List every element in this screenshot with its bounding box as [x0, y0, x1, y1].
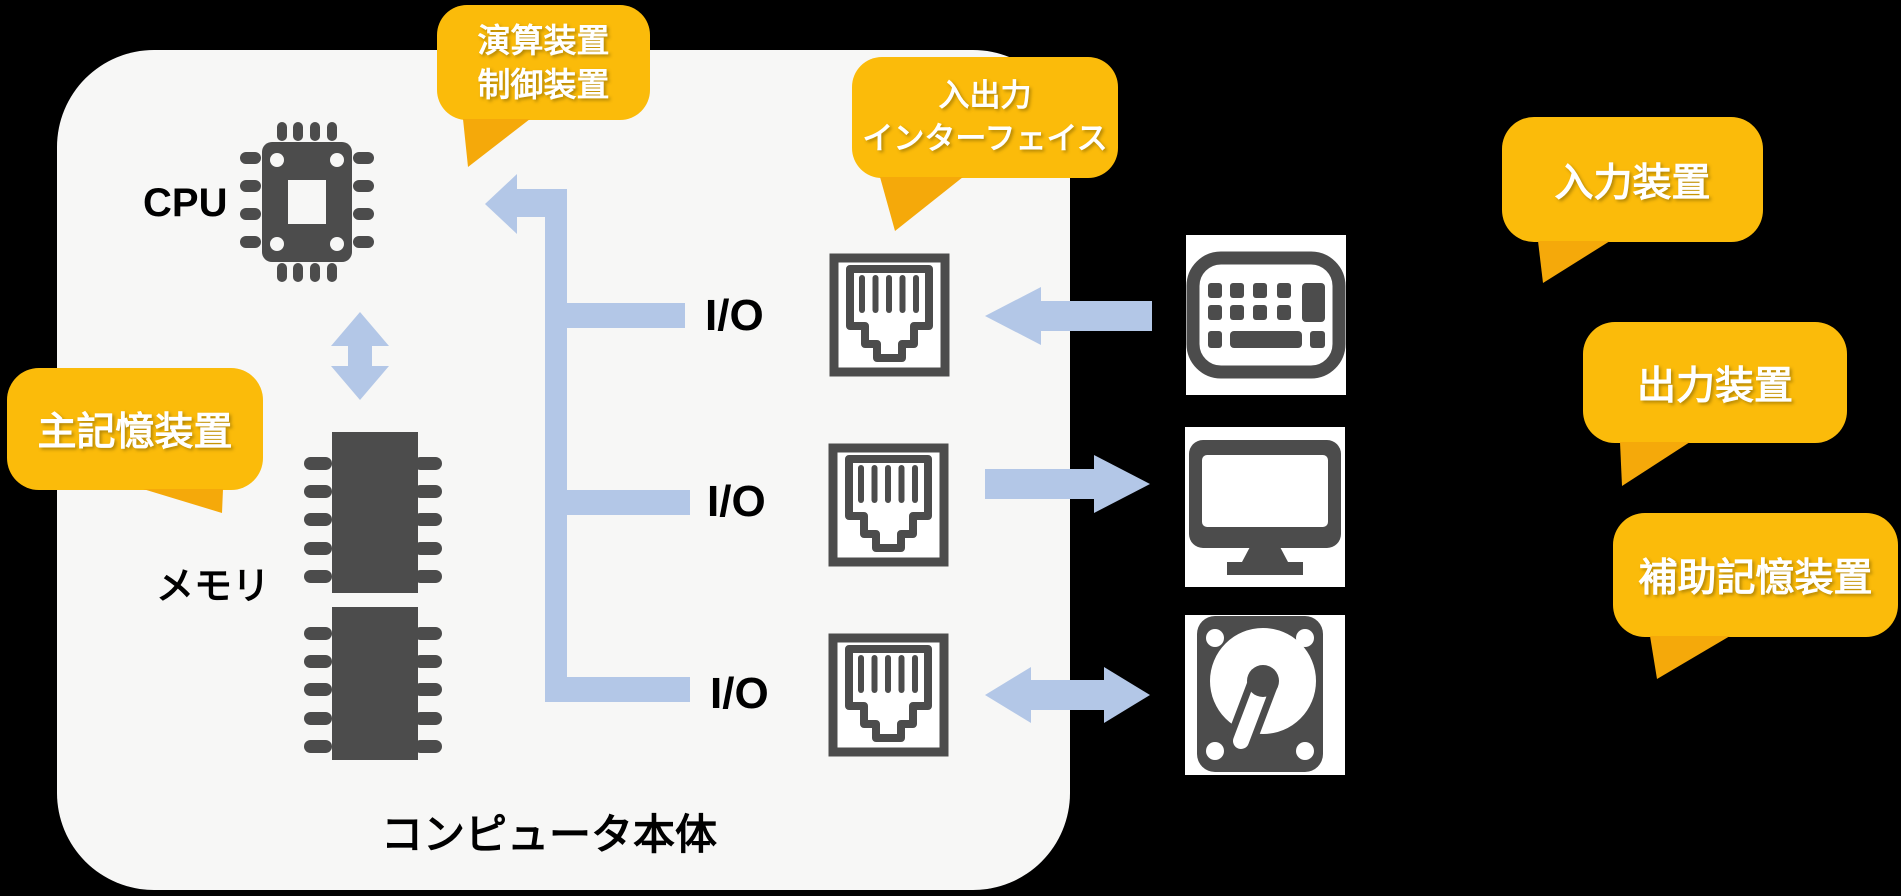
callout-input-device: 入力装置 [1502, 117, 1763, 242]
bus-branch-io3 [545, 677, 690, 702]
arrow-right-icon [985, 455, 1150, 513]
bus-arrow-to-cpu-head [485, 174, 517, 234]
hard-disk-tile [1185, 615, 1345, 775]
callout-output-device: 出力装置 [1583, 322, 1847, 443]
keyboard-tile [1186, 235, 1346, 395]
io-label-3: I/O [710, 669, 769, 718]
io-port-icon [828, 633, 949, 757]
arrow-up-down-icon [331, 312, 389, 400]
callout-aux-storage: 補助記憶装置 [1613, 513, 1898, 637]
callout-tail [143, 489, 223, 513]
io-label-2: I/O [707, 477, 766, 526]
computer-body-label: コンピュータ本体 [381, 811, 718, 858]
system-bus [485, 174, 690, 702]
callout-tail [463, 119, 530, 167]
callout-main-memory: 主記憶装置 [7, 368, 263, 490]
bus-vertical-line [545, 189, 567, 702]
callout-line: 出力装置 [1636, 364, 1793, 408]
callout-line: 制御装置 [477, 65, 610, 103]
monitor-icon [1189, 440, 1341, 575]
keyboard-icon [1186, 251, 1346, 379]
memory-chip-icon [304, 607, 442, 760]
memory-chip-icon [304, 432, 442, 593]
cpu-label: CPU [143, 181, 228, 225]
callout-line: 入出力 [938, 78, 1032, 114]
arrow-left-right-icon [985, 667, 1150, 723]
arrow-left-icon [985, 287, 1152, 345]
callout-line: 演算装置 [477, 21, 610, 59]
hard-disk-icon [1197, 616, 1323, 772]
callout-line: 補助記憶装置 [1638, 557, 1873, 600]
callout-alu-control-unit: 演算装置 制御装置 [437, 5, 650, 120]
callout-tail [1620, 442, 1690, 486]
io-label-1: I/O [705, 291, 764, 340]
callout-tail [1538, 241, 1610, 283]
bus-branch-io2 [565, 490, 690, 515]
callout-tail [1650, 636, 1730, 679]
callout-line: 主記憶装置 [37, 411, 233, 454]
monitor-tile [1185, 427, 1345, 587]
callout-line: インターフェイス [862, 120, 1108, 156]
callout-line: 入力装置 [1554, 161, 1711, 205]
memory-label: メモリ [156, 566, 271, 608]
io-port-icon [828, 443, 949, 567]
io-port-icon [829, 253, 950, 377]
callout-io-interface: 入出力 インターフェイス [852, 57, 1118, 178]
bus-branch-io1 [565, 303, 685, 328]
cpu-chip-icon [240, 122, 374, 282]
callout-tail [880, 177, 963, 231]
